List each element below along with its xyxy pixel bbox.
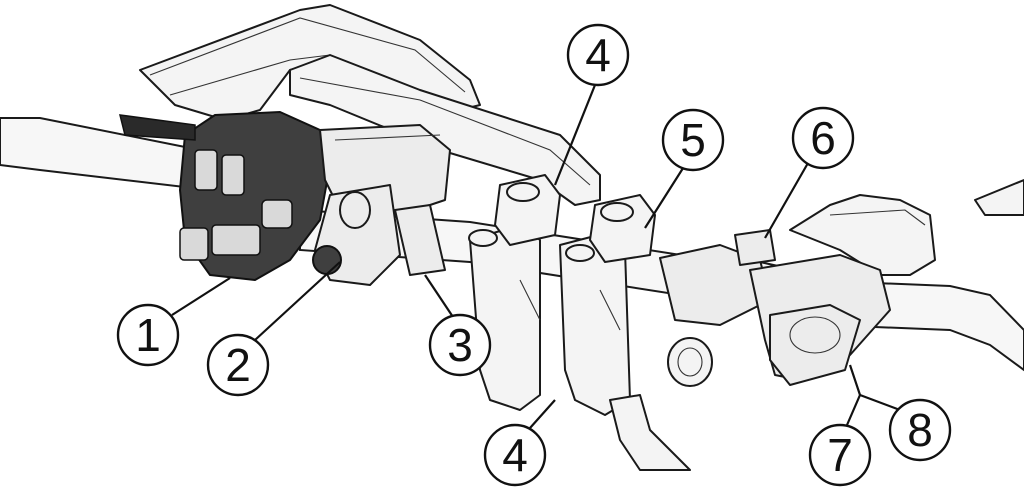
callout-label: 8 — [907, 404, 933, 456]
riser-clamps — [468, 174, 713, 471]
callout-label: 6 — [810, 112, 836, 164]
brake-master-cylinder — [312, 124, 451, 286]
callout-7: 7 — [808, 423, 872, 487]
callout-label: 7 — [827, 429, 853, 481]
throttle-assembly — [659, 229, 891, 386]
left-switch-housing — [119, 111, 331, 281]
callout-4-top: 4 — [566, 23, 630, 87]
callout-3: 3 — [428, 313, 492, 377]
callout-1: 1 — [116, 303, 180, 367]
callout-label: 2 — [225, 339, 251, 391]
callout-5: 5 — [661, 108, 725, 172]
callout-8: 8 — [888, 398, 952, 462]
callout-label: 4 — [585, 29, 611, 81]
callout-label: 3 — [447, 319, 473, 371]
callout-6: 6 — [791, 106, 855, 170]
callout-2: 2 — [206, 333, 270, 397]
callout-4-bottom: 4 — [483, 423, 547, 487]
left-hand-guard — [139, 4, 601, 206]
right-hand-guard — [789, 179, 1024, 276]
leader-lines — [171, 79, 901, 429]
callout-label: 1 — [135, 309, 161, 361]
callout-label: 4 — [502, 429, 528, 481]
callout-label: 5 — [680, 114, 706, 166]
